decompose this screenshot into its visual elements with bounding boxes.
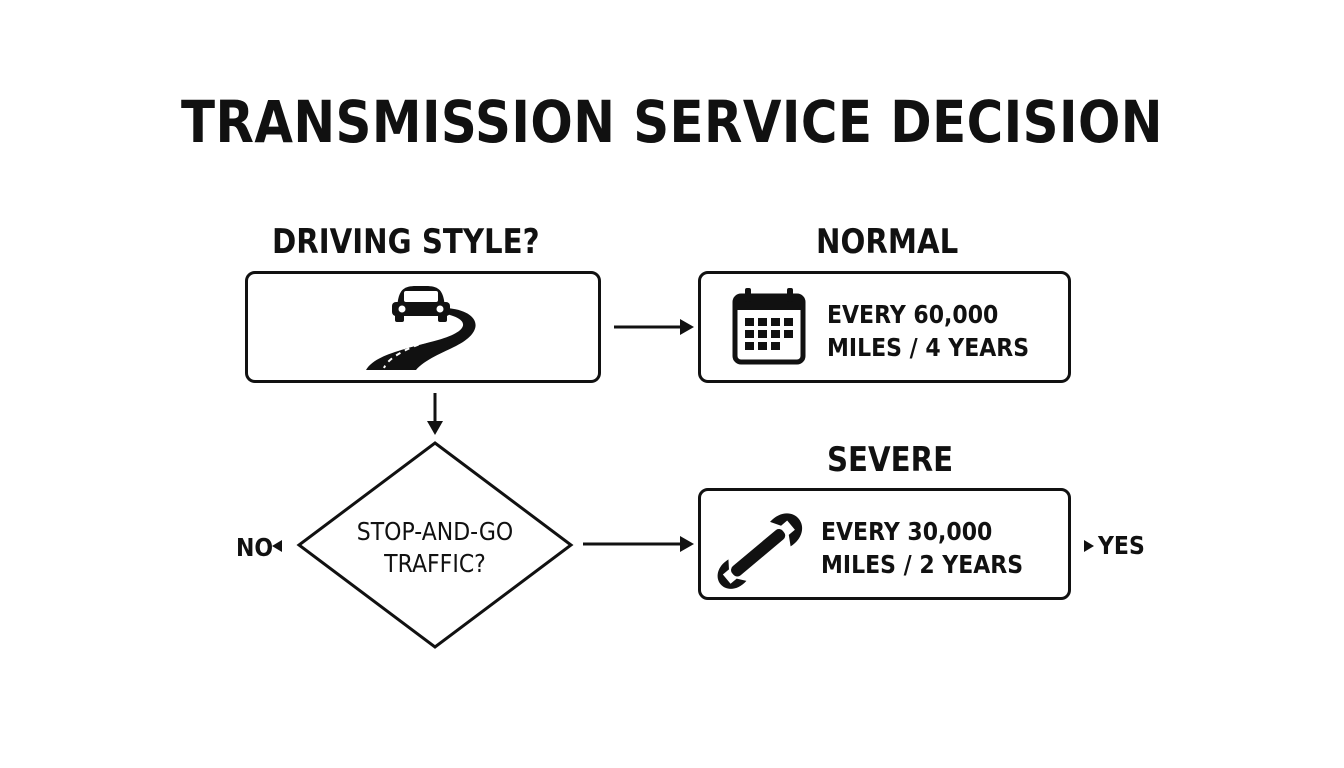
start-box: [245, 271, 601, 383]
no-label: NO: [236, 533, 274, 562]
no-arrowhead: [272, 540, 282, 552]
arrowhead-normal: [680, 319, 694, 335]
calendar-icon: [732, 288, 806, 365]
yes-arrowhead: [1084, 540, 1094, 552]
start-label: DRIVING STYLE?: [272, 222, 540, 262]
normal-interval-line2: MILES / 4 YEARS: [827, 333, 1030, 362]
car-on-winding-road-icon: [366, 286, 476, 370]
severe-box: EVERY 30,000 MILES / 2 YEARS: [698, 488, 1071, 600]
normal-interval-line1: EVERY 60,000: [827, 300, 999, 329]
severe-interval-line2: MILES / 2 YEARS: [821, 550, 1024, 579]
normal-label: NORMAL: [816, 222, 959, 262]
yes-label: YES: [1098, 531, 1145, 560]
severe-interval-line1: EVERY 30,000: [821, 517, 993, 546]
arrowhead-severe: [680, 536, 694, 552]
arrowhead-decision: [427, 421, 443, 435]
page-title: TRANSMISSION SERVICE DECISION: [181, 88, 1163, 156]
decision-question-line1: STOP-AND-GO: [356, 517, 514, 546]
wrench-icon: [717, 513, 803, 589]
decision-question-line2: TRAFFIC?: [384, 549, 486, 578]
severe-label: SEVERE: [827, 440, 954, 480]
normal-box: EVERY 60,000 MILES / 4 YEARS: [698, 271, 1071, 383]
